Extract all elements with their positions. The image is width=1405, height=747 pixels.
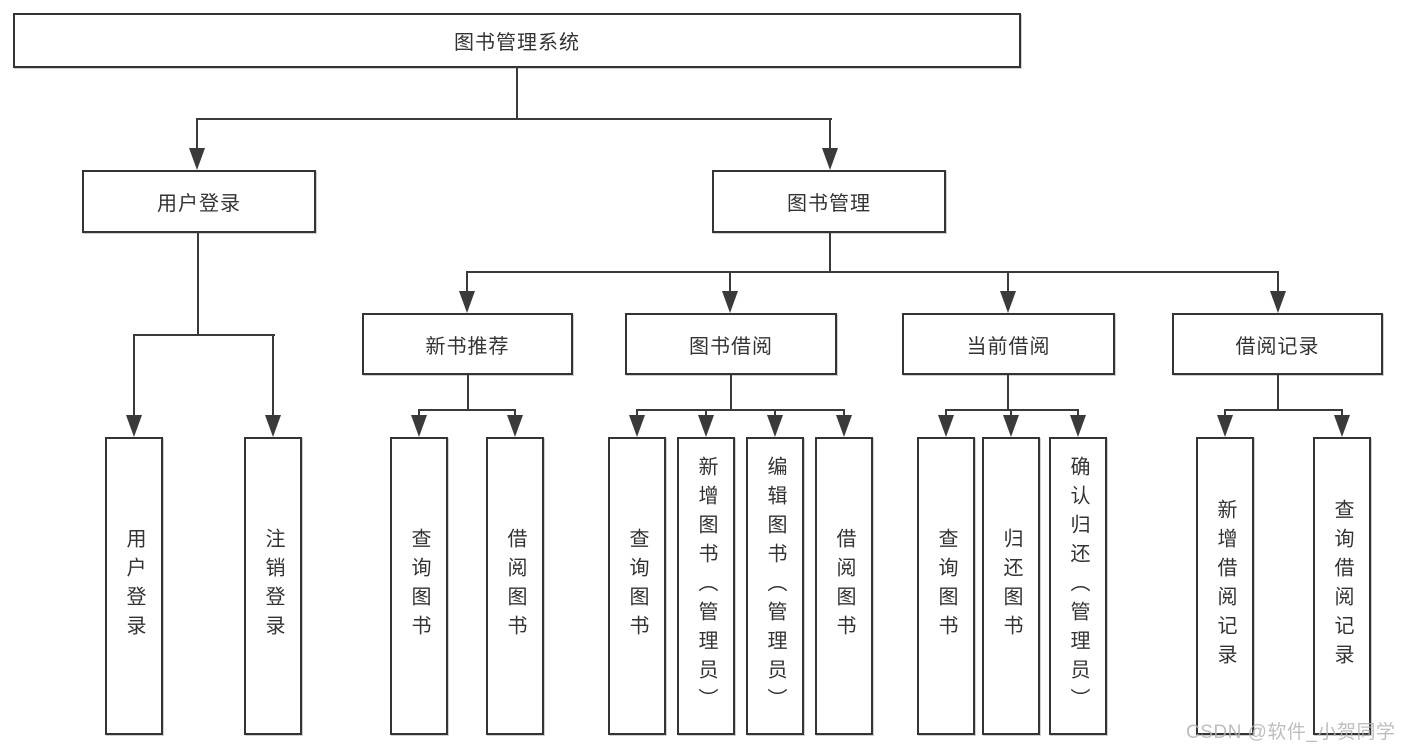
node-book-management: 图书管理: [712, 170, 946, 233]
node-user-login: 用户登录: [82, 170, 316, 233]
leaf-borrow-book-2: 借阅图书: [815, 437, 873, 735]
arrow-down-icon: [265, 415, 281, 437]
node-borrow-record: 借阅记录: [1172, 313, 1383, 375]
arrow-down-icon: [411, 415, 427, 437]
connector-line: [774, 409, 776, 419]
connector-line: [945, 409, 947, 419]
connector-line: [272, 334, 274, 418]
leaf-edit-book-admin: 编辑图书（管理员）: [746, 437, 804, 735]
connector-line: [1277, 271, 1279, 295]
arrow-down-icon: [1000, 291, 1016, 313]
leaf-query-borrow-record: 查询借阅记录: [1313, 437, 1371, 735]
connector-line: [133, 334, 275, 336]
connector-line: [466, 271, 1279, 273]
connector-line: [829, 232, 831, 273]
csdn-watermark: CSDN @软件_小贺同学: [1186, 722, 1396, 743]
arrow-down-icon: [767, 415, 783, 437]
connector-line: [843, 409, 845, 419]
arrow-down-icon: [126, 415, 142, 437]
connector-line: [133, 334, 135, 418]
arrow-down-icon: [1334, 415, 1350, 437]
node-new-book-recommend: 新书推荐: [362, 313, 573, 375]
arrow-down-icon: [1003, 415, 1019, 437]
connector-line: [636, 409, 845, 411]
connector-line: [636, 409, 638, 419]
arrow-down-icon: [189, 148, 205, 170]
connector-line: [418, 409, 420, 419]
leaf-query-book-2: 查询图书: [608, 437, 666, 735]
connector-line: [197, 118, 832, 120]
arrow-down-icon: [459, 291, 475, 313]
connector-line: [945, 409, 1079, 411]
connector-line: [196, 118, 198, 152]
connector-line: [1007, 271, 1009, 295]
root-node-library-system: 图书管理系统: [13, 13, 1021, 68]
node-current-borrow: 当前借阅: [902, 313, 1115, 375]
connector-line: [466, 271, 468, 295]
arrow-down-icon: [698, 415, 714, 437]
leaf-return-book: 归还图书: [982, 437, 1040, 735]
connector-line: [1007, 375, 1009, 411]
connector-line: [1341, 409, 1343, 419]
connector-line: [1224, 409, 1226, 419]
leaf-confirm-return-admin: 确认归还（管理员）: [1049, 437, 1107, 735]
connector-line: [730, 375, 732, 411]
arrow-down-icon: [822, 148, 838, 170]
connector-line: [1077, 409, 1079, 419]
leaf-query-book-1: 查询图书: [390, 437, 448, 735]
arrow-down-icon: [1217, 415, 1233, 437]
arrow-down-icon: [938, 415, 954, 437]
node-book-borrow: 图书借阅: [625, 313, 837, 375]
leaf-query-book-3: 查询图书: [917, 437, 975, 735]
leaf-add-borrow-record: 新增借阅记录: [1196, 437, 1254, 735]
connector-line: [1224, 409, 1343, 411]
arrow-down-icon: [1070, 415, 1086, 437]
connector-line: [1277, 375, 1279, 411]
connector-line: [197, 232, 199, 336]
arrow-down-icon: [629, 415, 645, 437]
arrow-down-icon: [836, 415, 852, 437]
leaf-borrow-book-1: 借阅图书: [486, 437, 544, 735]
leaf-logout-login: 注销登录: [244, 437, 302, 735]
connector-line: [1010, 409, 1012, 419]
arrow-down-icon: [1270, 291, 1286, 313]
leaf-add-book-admin: 新增图书（管理员）: [677, 437, 735, 735]
connector-line: [516, 67, 518, 119]
connector-line: [705, 409, 707, 419]
connector-line: [829, 118, 831, 152]
connector-line: [418, 409, 516, 411]
connector-line: [467, 375, 469, 411]
arrow-down-icon: [507, 415, 523, 437]
connector-line: [729, 271, 731, 295]
leaf-user-login: 用户登录: [105, 437, 163, 735]
arrow-down-icon: [722, 291, 738, 313]
connector-line: [514, 409, 516, 419]
